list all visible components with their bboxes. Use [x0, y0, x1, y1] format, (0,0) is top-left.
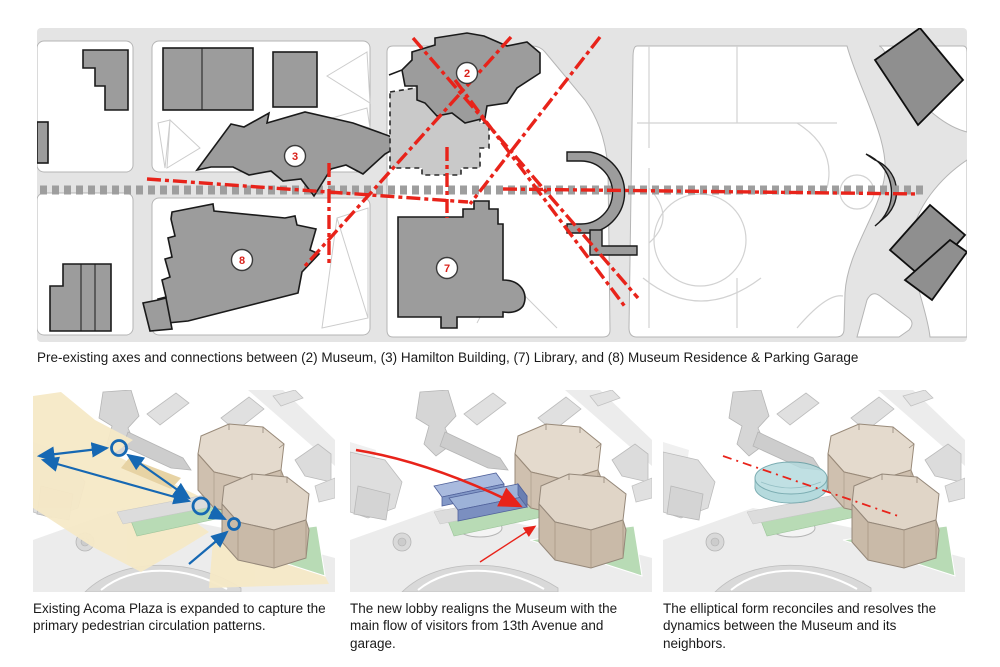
- badge-hamilton-building: 3: [283, 144, 307, 168]
- badge-residence-number: 8: [239, 255, 245, 267]
- badge-library: 7: [435, 256, 459, 280]
- site-plan-svg: 2 3 7 8: [36, 26, 969, 342]
- site-plan-caption: Pre-existing axes and connections betwee…: [37, 350, 859, 365]
- figure-new-lobby: The new lobby realigns the Museum with t…: [350, 390, 652, 652]
- elliptical-volume: [754, 461, 828, 504]
- new-lobby-diagram: [350, 390, 652, 592]
- visitor-flow-arrow: [355, 448, 523, 508]
- badge-museum-number: 2: [464, 68, 470, 80]
- badge-hamilton-number: 3: [292, 151, 298, 163]
- circulation-nodes: [110, 439, 241, 531]
- site-plan-figure: 2 3 7 8: [36, 26, 969, 342]
- acoma-plaza-diagram: [33, 390, 335, 592]
- figure-acoma-plaza-caption: Existing Acoma Plaza is expanded to capt…: [33, 601, 326, 634]
- elliptical-form-diagram: [663, 390, 965, 592]
- figure-acoma-plaza: Existing Acoma Plaza is expanded to capt…: [33, 390, 335, 635]
- badge-library-number: 7: [444, 263, 450, 275]
- garage-flow-arrow: [479, 525, 537, 563]
- badge-residence-garage: 8: [230, 248, 254, 272]
- figure-elliptical-form-caption: The elliptical form reconciles and resol…: [663, 601, 937, 651]
- figure-elliptical-form: The elliptical form reconciles and resol…: [663, 390, 965, 652]
- figure-new-lobby-caption: The new lobby realigns the Museum with t…: [350, 601, 618, 651]
- map-badges: 2 3 7 8: [230, 61, 479, 280]
- circulation-arrows: [36, 442, 229, 565]
- badge-museum: 2: [455, 61, 479, 85]
